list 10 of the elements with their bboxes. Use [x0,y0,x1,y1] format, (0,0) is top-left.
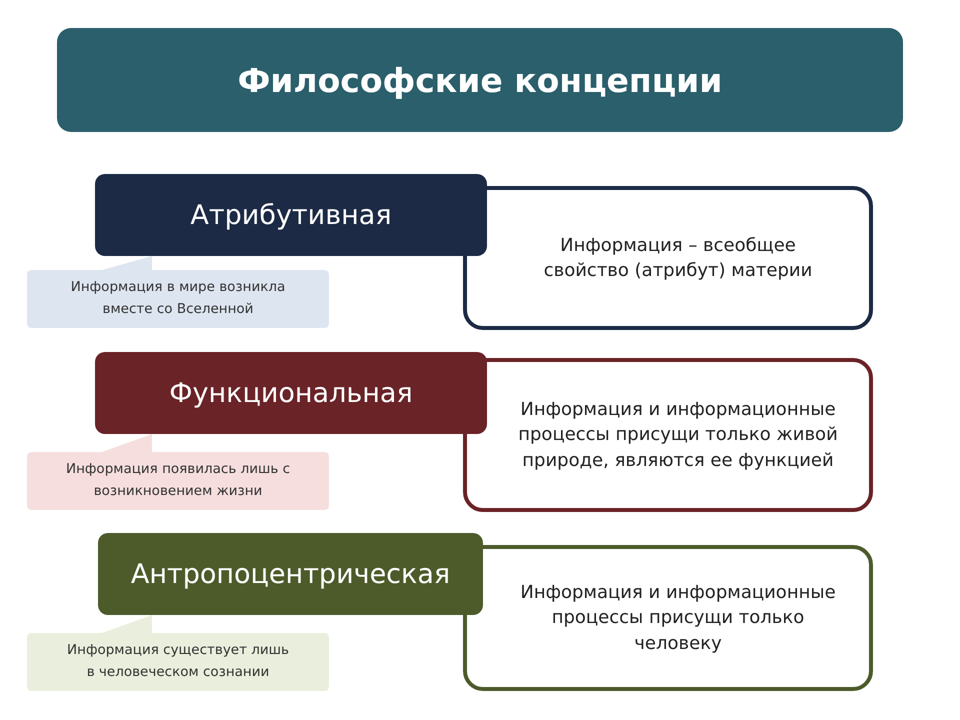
speech-bubble: Информация в мире возникла вместе со Вселенной [27,256,329,328]
concept-header: Антропоцентрическая [98,533,483,615]
description-box: Информация – всеобщее свойство (атрибут) материи [463,186,873,330]
concept-header: Атрибутивная [95,174,487,256]
speech-bubble: Информация существует лишь в человеческом сознании [27,615,329,691]
speech-bubble: Информация появилась лишь с возникновением жизни [27,434,329,510]
concept-header: Функциональная [95,352,487,434]
title-banner: Философские концепции [57,28,903,132]
description-box: Информация и информационные процессы присущи только живой природе, являются ее функцией [463,358,873,512]
description-box: Информация и информационные процессы присущи только человеку [463,545,873,691]
